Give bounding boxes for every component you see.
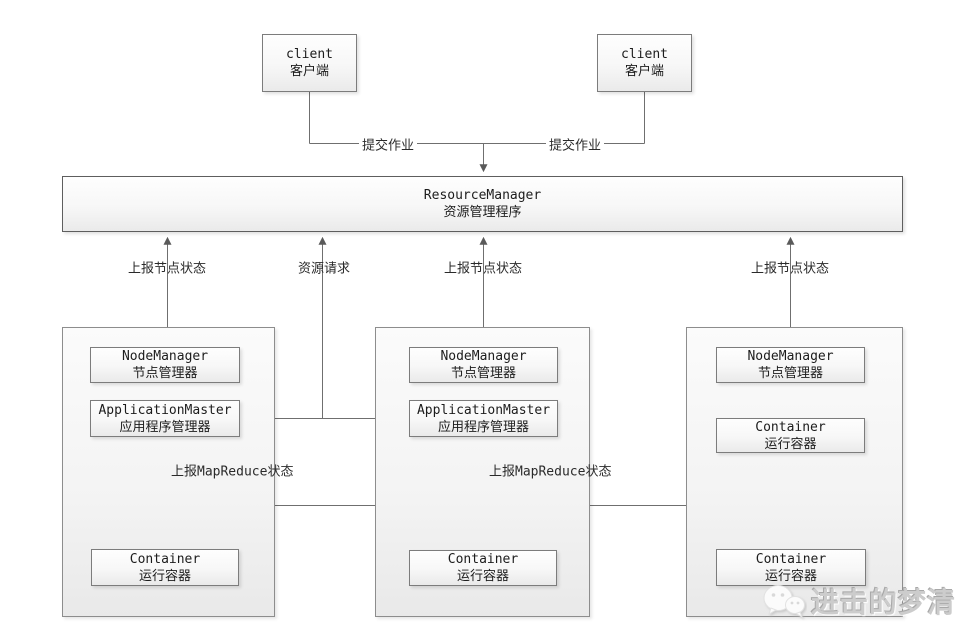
container-1-subtitle: 运行容器 <box>138 568 191 584</box>
client-box-1: client 客户端 <box>262 34 357 92</box>
container-box-1: Container 运行容器 <box>91 549 239 586</box>
nodemanager-2-title: NodeManager <box>440 349 527 364</box>
client-1-subtitle: 客户端 <box>289 64 329 79</box>
applicationmaster-1-subtitle: 应用程序管理器 <box>119 419 211 435</box>
nodemanager-box-1: NodeManager 节点管理器 <box>90 347 240 383</box>
edge-label-resource-request: 资源请求 <box>297 261 351 277</box>
nodemanager-box-2: NodeManager 节点管理器 <box>409 347 558 383</box>
nodemanager-3-title: NodeManager <box>747 349 834 364</box>
edge-label-report-node-status-left: 上报节点状态 <box>127 261 207 277</box>
client-box-2: client 客户端 <box>597 34 692 92</box>
applicationmaster-2-title: ApplicationMaster <box>416 402 551 418</box>
container-2-title: Container <box>447 552 519 567</box>
resource-manager-subtitle: 资源管理程序 <box>443 205 522 220</box>
applicationmaster-box-2: ApplicationMaster 应用程序管理器 <box>409 400 558 437</box>
container-3a-title: Container <box>755 419 826 435</box>
client-1-title: client <box>286 47 333 62</box>
edge-label-submit-job-left: 提交作业 <box>358 134 418 154</box>
container-1-title: Container <box>129 551 201 567</box>
edge-label-report-mapreduce-middle: 上报MapReduce状态 <box>489 464 612 480</box>
nodemanager-1-subtitle: 节点管理器 <box>132 366 198 381</box>
container-box-3b: Container 运行容器 <box>716 549 866 586</box>
nodemanager-3-subtitle: 节点管理器 <box>757 366 823 381</box>
applicationmaster-2-subtitle: 应用程序管理器 <box>437 419 529 435</box>
applicationmaster-box-1: ApplicationMaster 应用程序管理器 <box>90 400 240 437</box>
container-3b-title: Container <box>755 551 827 567</box>
nodemanager-1-title: NodeManager <box>121 349 209 364</box>
edge-label-report-node-status-right: 上报节点状态 <box>750 261 830 277</box>
container-box-3a: Container 运行容器 <box>716 418 865 453</box>
client-2-title: client <box>621 47 668 62</box>
applicationmaster-1-title: ApplicationMaster <box>98 402 232 418</box>
container-box-2: Container 运行容器 <box>409 550 557 586</box>
container-2-subtitle: 运行容器 <box>456 569 509 584</box>
edge-label-report-node-status-middle: 上报节点状态 <box>443 261 523 277</box>
resource-manager-box: ResourceManager 资源管理程序 <box>62 176 903 232</box>
nodemanager-2-subtitle: 节点管理器 <box>450 366 516 381</box>
container-3b-subtitle: 运行容器 <box>764 568 817 584</box>
edge-label-report-mapreduce-left: 上报MapReduce状态 <box>171 464 294 480</box>
client-2-subtitle: 客户端 <box>624 64 664 79</box>
nodemanager-box-3: NodeManager 节点管理器 <box>716 347 865 383</box>
resource-manager-title: ResourceManager <box>423 188 542 203</box>
edge-label-submit-job-right: 提交作业 <box>545 134 605 154</box>
container-3a-subtitle: 运行容器 <box>764 436 817 452</box>
